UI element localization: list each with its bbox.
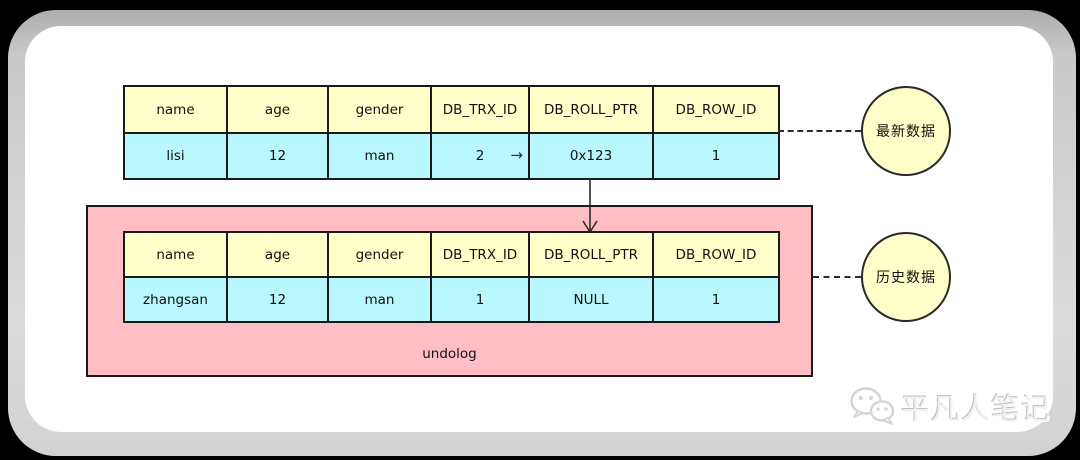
data-cell: man: [328, 277, 431, 322]
watermark-text: 平凡人笔记: [901, 392, 1052, 426]
header-cell: age: [227, 232, 328, 277]
header-cell: DB_ROW_ID: [653, 86, 779, 133]
header-cell: name: [124, 232, 227, 277]
data-cell: man: [328, 133, 431, 179]
wechat-icon: [850, 387, 895, 425]
header-cell: DB_ROW_ID: [653, 232, 779, 277]
right-arrow-icon: →: [510, 145, 523, 164]
header-cell: age: [227, 86, 328, 133]
latest-record-table: name age gender DB_TRX_ID DB_ROLL_PTR DB…: [123, 85, 780, 180]
header-cell: DB_ROLL_PTR: [529, 86, 653, 133]
data-cell: zhangsan: [124, 277, 227, 322]
data-cell: 1: [431, 277, 529, 322]
data-cell: 12: [227, 277, 328, 322]
data-cell: lisi: [124, 133, 227, 179]
latest-data-badge: 最新数据: [861, 86, 951, 176]
history-record-table: name age gender DB_TRX_ID DB_ROLL_PTR DB…: [123, 231, 780, 323]
data-cell: 1: [653, 277, 779, 322]
data-cell: 0x123: [529, 133, 653, 179]
latest-connector-dash: [778, 130, 861, 132]
header-cell: DB_TRX_ID: [431, 232, 529, 277]
data-cell: 2 →: [431, 133, 529, 179]
header-cell: DB_TRX_ID: [431, 86, 529, 133]
header-cell: name: [124, 86, 227, 133]
watermark: 平凡人笔记: [848, 386, 1051, 428]
roll-ptr-down-arrow-icon: [582, 178, 598, 233]
trx-id-value: 2: [475, 148, 485, 164]
data-cell: 12: [227, 133, 328, 179]
data-cell: NULL: [529, 277, 653, 322]
history-connector-dash: [813, 276, 861, 278]
header-cell: DB_ROLL_PTR: [529, 232, 653, 277]
undolog-label: undolog: [422, 346, 477, 362]
data-cell: 1: [653, 133, 779, 179]
history-data-badge: 历史数据: [861, 232, 951, 322]
header-cell: gender: [328, 232, 431, 277]
header-cell: gender: [328, 86, 431, 133]
